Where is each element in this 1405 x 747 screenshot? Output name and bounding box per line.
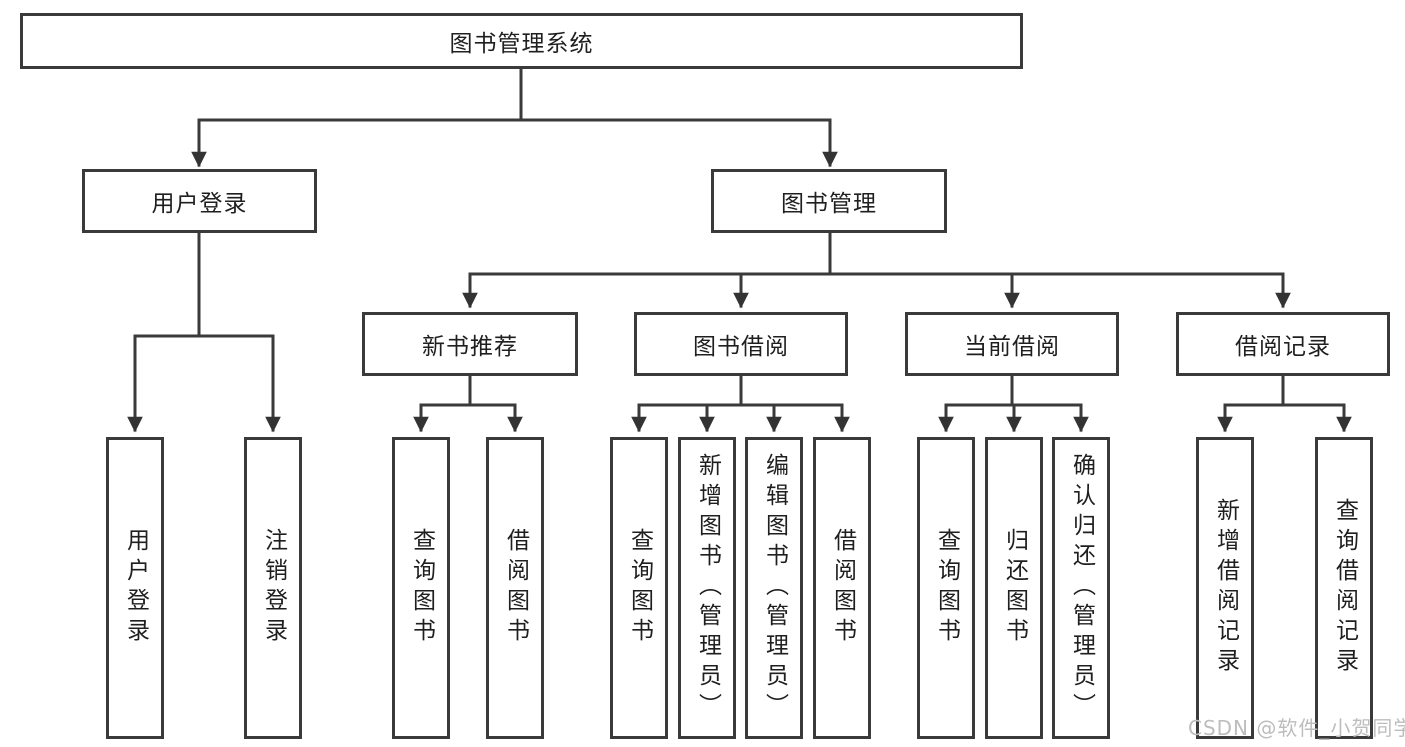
- leaf-logout-label: 注销登录: [260, 528, 287, 648]
- leaf-logout: 注销登录: [244, 437, 302, 739]
- leaf-query-book-3-label: 查询图书: [933, 528, 960, 648]
- leaf-return-book: 归还图书: [985, 437, 1043, 739]
- leaf-add-borrow-record-label: 新增借阅记录: [1212, 498, 1239, 678]
- leaf-confirm-return-admin: 确认归还（管理员）: [1052, 437, 1110, 739]
- node-book-management: 图书管理: [711, 169, 947, 233]
- leaf-confirm-return-admin-label: 确认归还（管理员）: [1068, 453, 1095, 723]
- leaf-user-login: 用户登录: [106, 437, 164, 739]
- leaf-query-book-3: 查询图书: [917, 437, 975, 739]
- node-root: 图书管理系统: [20, 13, 1023, 69]
- node-user-login: 用户登录: [82, 169, 317, 233]
- node-borrow-records: 借阅记录: [1176, 312, 1390, 376]
- node-root-label: 图书管理系统: [449, 31, 594, 57]
- node-new-book-recommend: 新书推荐: [362, 312, 578, 376]
- leaf-add-book-admin: 新增图书（管理员）: [678, 437, 736, 739]
- node-current-borrow: 当前借阅: [905, 312, 1119, 376]
- node-book-borrow: 图书借阅: [634, 312, 848, 376]
- node-borrow-records-label: 借阅记录: [1235, 334, 1331, 360]
- node-book-management-label: 图书管理: [781, 191, 877, 217]
- leaf-add-borrow-record: 新增借阅记录: [1196, 437, 1254, 739]
- leaf-borrow-book-2-label: 借阅图书: [829, 528, 856, 648]
- leaf-add-book-admin-label: 新增图书（管理员）: [694, 453, 721, 723]
- node-current-borrow-label: 当前借阅: [964, 334, 1060, 360]
- leaf-query-book-1-label: 查询图书: [408, 528, 435, 648]
- leaf-query-book-2: 查询图书: [610, 437, 668, 739]
- leaf-query-borrow-record-label: 查询借阅记录: [1331, 498, 1358, 678]
- leaf-query-book-1: 查询图书: [392, 437, 450, 739]
- csdn-watermark: CSDN @软件_小贺同学: [1188, 716, 1405, 740]
- leaf-return-book-label: 归还图书: [1001, 528, 1028, 648]
- leaf-query-book-2-label: 查询图书: [626, 528, 653, 648]
- leaf-borrow-book-2: 借阅图书: [813, 437, 871, 739]
- leaf-borrow-book-1: 借阅图书: [486, 437, 544, 739]
- leaf-query-borrow-record: 查询借阅记录: [1315, 437, 1373, 739]
- node-user-login-label: 用户登录: [151, 191, 248, 217]
- leaf-borrow-book-1-label: 借阅图书: [502, 528, 529, 648]
- leaf-user-login-label: 用户登录: [122, 528, 149, 648]
- node-new-book-recommend-label: 新书推荐: [422, 334, 518, 360]
- leaf-edit-book-admin-label: 编辑图书（管理员）: [761, 453, 788, 723]
- leaf-edit-book-admin: 编辑图书（管理员）: [745, 437, 803, 739]
- node-book-borrow-label: 图书借阅: [693, 334, 789, 360]
